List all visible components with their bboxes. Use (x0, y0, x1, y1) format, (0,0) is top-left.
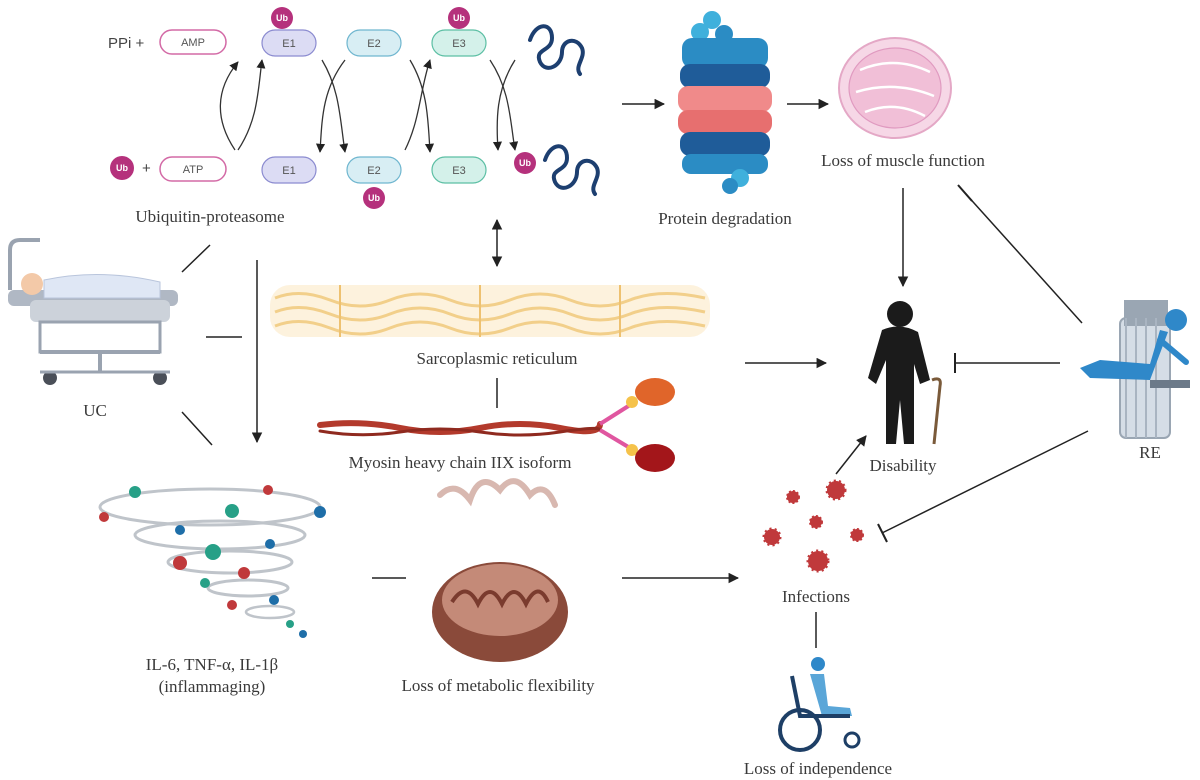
uc-patient-bed: UC (8, 238, 178, 420)
e2-bottom-label: E2 (367, 165, 380, 177)
atp-pill (159, 156, 227, 182)
e1-top-label: E1 (282, 38, 295, 50)
independence-label: Loss of independence (744, 759, 892, 778)
ub-badge-protein (514, 152, 536, 174)
arc-e2-to-e3 (404, 59, 432, 151)
re-label: RE (1139, 443, 1161, 462)
il-label: IL-6, TNF-α, IL-1β (146, 655, 278, 674)
e1-top-pill (261, 29, 317, 57)
wheelchair-figure: Loss of independence (744, 657, 892, 778)
ub-badge-left-text: Ub (116, 163, 128, 173)
ub-badge-e2-text: Ub (368, 193, 380, 203)
loss-muscle-label: Loss of muscle function (821, 151, 985, 170)
disability-label: Disability (869, 456, 937, 475)
myosin-illustration: Myosin heavy chain IIX isoform (317, 378, 675, 472)
e2-top-pill (346, 29, 402, 57)
arc-e3-to-e2 (409, 59, 435, 153)
arrow-infections-to-disability (835, 435, 867, 475)
inhibit-re-infections-bar (877, 523, 888, 543)
e1-bottom-pill (261, 156, 317, 184)
re-exercise-machine: RE (1080, 300, 1190, 462)
arc-e2-to-e1 (315, 59, 346, 153)
inflammaging-tornado: IL-6, TNF-α, IL-1β (inflammaging) (98, 485, 326, 696)
ub-badge-e3-text: Ub (453, 13, 465, 23)
ubiquitin-proteasome-label: Ubiquitin-proteasome (135, 207, 284, 226)
ub-badge-e3 (448, 7, 470, 29)
e3-bottom-pill (431, 156, 487, 184)
ub-badge-e2 (363, 187, 385, 209)
disability-figure: Disability (868, 301, 942, 475)
myosin-label: Myosin heavy chain IIX isoform (349, 453, 572, 472)
inhibit-re-muscle (964, 192, 1083, 324)
e2-bottom-pill (346, 156, 402, 184)
proteasome-illustration: Protein degradation (658, 11, 792, 228)
e3-top-pill (431, 29, 487, 57)
amp-pill (159, 29, 227, 55)
arc-atp-to-amp (219, 61, 239, 151)
metabolic-label: Loss of metabolic flexibility (401, 676, 595, 695)
arc-e1-activate (237, 59, 266, 151)
amp-label: AMP (181, 37, 205, 49)
protein-degradation-label: Protein degradation (658, 209, 792, 228)
e3-bottom-label: E3 (452, 165, 465, 177)
ppi-label: PPi + (108, 35, 145, 52)
infections-viruses: Infections (762, 479, 864, 606)
ub-badge-e1-text: Ub (276, 13, 288, 23)
ubiquitin-cascade: PPi + AMP E1 Ub E2 E3 Ub Ub + ATP E1 E2 … (108, 7, 600, 226)
mitochondria-illustration: Loss of metabolic flexibility (401, 478, 595, 695)
e2-top-label: E2 (367, 38, 380, 50)
ub-badge-e1 (271, 7, 293, 29)
arc-e3-to-protein (489, 59, 519, 151)
ub-badge-protein-text: Ub (519, 158, 531, 168)
sarcoplasmic-reticulum-illustration: Sarcoplasmic reticulum (270, 285, 710, 368)
e3-top-label: E3 (452, 38, 465, 50)
arc-e1-to-e2 (321, 59, 349, 153)
protein-squiggle-top (528, 24, 585, 76)
protein-squiggle-bottom (543, 144, 600, 196)
line-uc-to-ubiquitin (181, 244, 211, 273)
arc-protein-tag (492, 59, 516, 151)
e1-bottom-label: E1 (282, 165, 295, 177)
inflammaging-label: (inflammaging) (159, 677, 266, 696)
inhibit-re-infections (881, 430, 1089, 534)
infections-label: Infections (782, 587, 850, 606)
uc-label: UC (83, 401, 107, 420)
plus-label: + (142, 160, 151, 177)
atp-label: ATP (183, 164, 204, 176)
inhibit-re-muscle-bar (957, 184, 973, 202)
ub-badge-left (110, 156, 134, 180)
muscle-cross-section: Loss of muscle function (821, 37, 985, 170)
sarcoplasmic-label: Sarcoplasmic reticulum (417, 349, 578, 368)
line-uc-to-inflammaging (181, 411, 213, 446)
